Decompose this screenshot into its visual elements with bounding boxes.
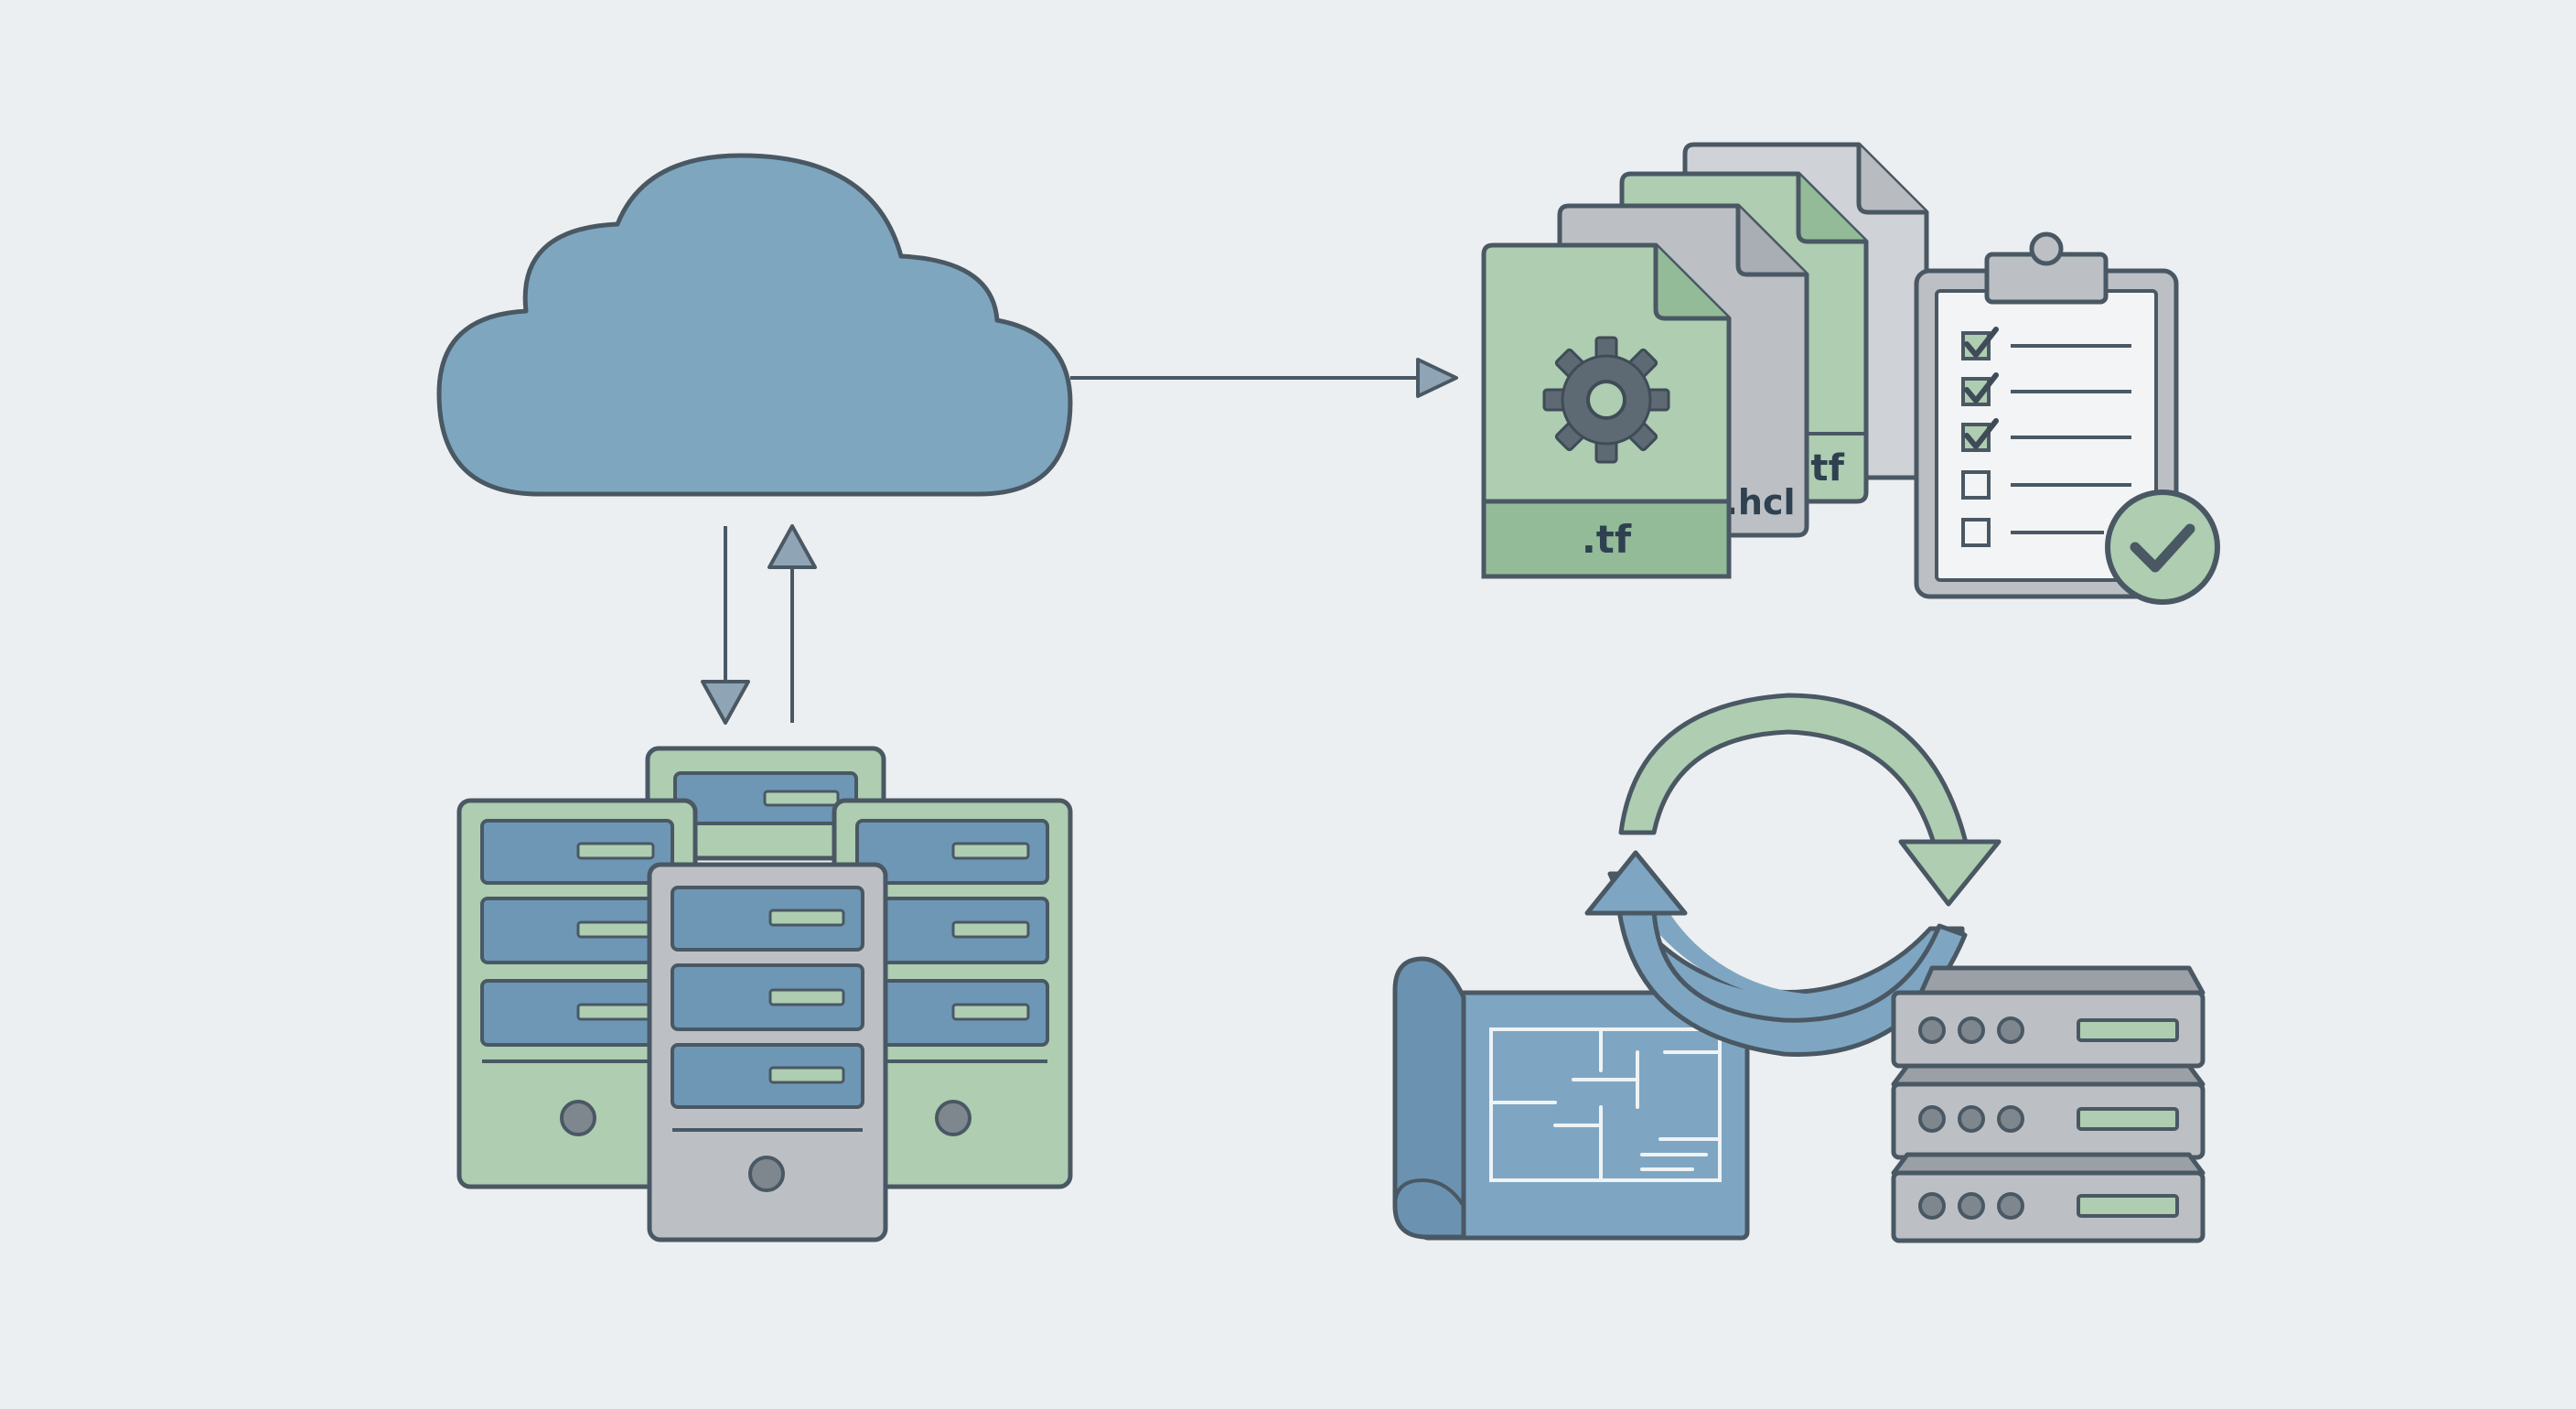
cloud-to-files-arrow xyxy=(1070,358,1458,398)
clipboard-checklist-icon xyxy=(1914,231,2220,605)
sync-cycle-icon xyxy=(1584,693,2002,1057)
server-unit-2 xyxy=(1891,1063,2206,1160)
check-badge-icon xyxy=(2105,489,2220,605)
server-stack-icon xyxy=(1891,965,2206,1243)
checklist-item-2 xyxy=(1961,372,2131,406)
checklist-item-3 xyxy=(1961,418,2131,452)
config-file-front-tf-label: .tf xyxy=(1582,517,1632,562)
floor-plan xyxy=(1489,1027,1722,1182)
checklist-item-1 xyxy=(1961,327,2131,360)
checklist-item-4 xyxy=(1961,470,2131,500)
server-rack-cluster-icon xyxy=(456,746,1073,1242)
gear-icon xyxy=(1542,336,1670,464)
config-file-front: .tf xyxy=(1481,242,1732,579)
config-files-icon: .tf .hcl .tf xyxy=(1481,142,1929,579)
cloud-to-servers-arrow xyxy=(701,526,750,725)
cloud-icon xyxy=(436,153,1073,497)
server-unit-3 xyxy=(1891,1152,2206,1243)
server-unit-1 xyxy=(1891,965,2206,1069)
blueprint-icon xyxy=(1392,956,1750,1241)
sync-arrow-blue xyxy=(1584,850,1968,1057)
checklist-item-5 xyxy=(1961,518,2104,547)
sync-arrow-green xyxy=(1618,693,2002,907)
server-tower-front xyxy=(647,862,888,1242)
server-tower-left xyxy=(456,798,698,1189)
config-file-hcl-label: .hcl xyxy=(1724,482,1795,522)
servers-to-cloud-arrow xyxy=(767,524,817,723)
